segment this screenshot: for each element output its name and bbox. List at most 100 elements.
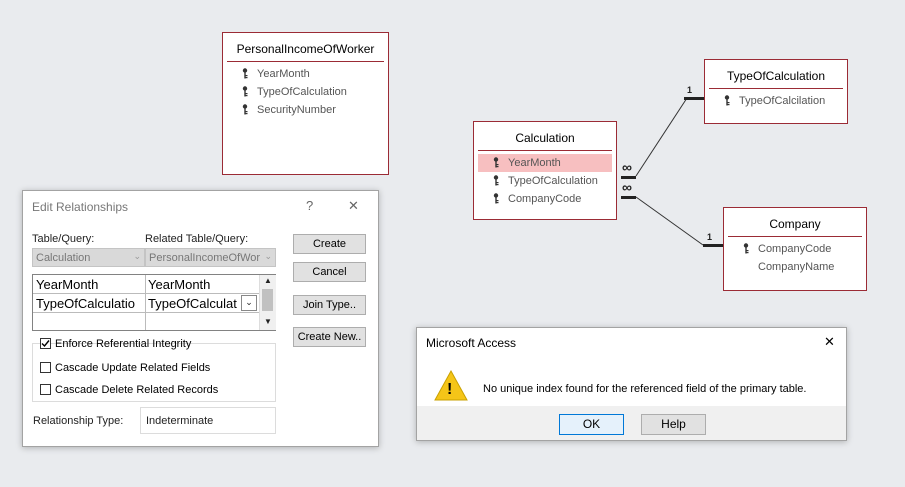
- key-icon: [493, 190, 501, 208]
- table-field-label: TypeOfCalculation: [257, 86, 347, 98]
- ok-button[interactable]: OK: [559, 414, 624, 435]
- table-field[interactable]: SecurityNumber: [223, 101, 388, 119]
- warning-symbol: !: [447, 381, 453, 398]
- table-field-label: CompanyName: [758, 261, 835, 273]
- relationship-type-label: Relationship Type:: [33, 415, 124, 427]
- table-field-label: CompanyCode: [758, 243, 832, 255]
- key-icon: [743, 240, 751, 258]
- relationship-end-company: [703, 244, 723, 247]
- table-query-value: Calculation: [36, 252, 91, 264]
- table-type-of-calculation[interactable]: TypeOfCalculation TypeOfCalcilation: [704, 59, 848, 124]
- related-table-value: PersonalIncomeOfWor: [149, 252, 261, 264]
- close-icon[interactable]: ✕: [824, 334, 835, 349]
- help-button[interactable]: Help: [641, 414, 706, 435]
- relationship-end-typeofcalc: [684, 97, 704, 100]
- table-field-label: CompanyCode: [508, 193, 582, 205]
- cascade-delete-label: Cascade Delete Related Records: [55, 384, 219, 396]
- relationship-start-2: [621, 196, 636, 199]
- many-label-2: ∞: [622, 179, 632, 195]
- key-icon: [724, 92, 732, 110]
- options-group: [32, 343, 276, 402]
- relationship-type-value: Indeterminate: [146, 415, 214, 427]
- chevron-down-icon: ⌄: [264, 251, 272, 261]
- table-field-label: YearMonth: [508, 157, 561, 169]
- grid-cell[interactable]: YearMonth: [36, 277, 99, 292]
- message-box-titlebar: [417, 328, 846, 358]
- enforce-integrity-label: Enforce Referential Integrity: [55, 338, 192, 350]
- scroll-up-icon[interactable]: ▲: [264, 276, 272, 285]
- table-field[interactable]: TypeOfCalculation: [223, 83, 388, 101]
- one-label-company: 1: [707, 232, 713, 242]
- grid-cell[interactable]: TypeOfCalculat: [148, 296, 237, 311]
- table-title: Company: [769, 217, 821, 231]
- table-divider: [728, 236, 862, 237]
- key-icon: [242, 65, 250, 83]
- table-title: TypeOfCalculation: [726, 69, 826, 83]
- dialog-title: Edit Relationships: [32, 200, 129, 214]
- table-calculation[interactable]: Calculation YearMonth TypeOfCalculation …: [473, 121, 617, 220]
- table-field-label: SecurityNumber: [257, 104, 336, 116]
- table-field-selected[interactable]: YearMonth: [478, 154, 612, 172]
- cascade-update-checkbox[interactable]: [40, 362, 51, 373]
- scroll-thumb[interactable]: [262, 289, 273, 311]
- relationship-type-box: Indeterminate: [140, 407, 276, 434]
- table-title: PersonalIncomeOfWorker: [236, 42, 375, 56]
- message-text: No unique index found for the referenced…: [483, 383, 807, 395]
- relationship-line-company: [635, 196, 704, 246]
- table-divider: [478, 150, 612, 151]
- field-grid[interactable]: YearMonth YearMonth TypeOfCalculatio Typ…: [32, 274, 276, 331]
- table-field[interactable]: TypeOfCalcilation: [705, 92, 847, 110]
- key-icon: [493, 172, 501, 190]
- warning-icon: [434, 370, 468, 401]
- table-divider: [227, 61, 384, 62]
- table-company[interactable]: Company CompanyCode CompanyName: [723, 207, 867, 291]
- checkmark-icon: [41, 340, 50, 348]
- chevron-down-icon: ⌄: [133, 251, 141, 261]
- key-icon: [242, 101, 250, 119]
- key-icon: [493, 154, 501, 172]
- table-title: Calculation: [515, 131, 575, 145]
- enforce-integrity-checkbox[interactable]: [40, 338, 51, 349]
- related-table-select: PersonalIncomeOfWor ⌄: [145, 248, 276, 267]
- create-new-button[interactable]: Create New..: [293, 327, 366, 347]
- cascade-update-label: Cascade Update Related Fields: [55, 362, 211, 374]
- grid-row-divider: [33, 312, 259, 313]
- chevron-down-icon: ⌄: [245, 297, 253, 307]
- grid-cell[interactable]: TypeOfCalculatio: [36, 296, 135, 311]
- table-field-label: YearMonth: [257, 68, 310, 80]
- grid-col-divider: [145, 275, 146, 330]
- help-icon[interactable]: ?: [306, 198, 314, 213]
- table-personal-income-of-worker[interactable]: PersonalIncomeOfWorker YearMonth TypeOfC…: [222, 32, 389, 175]
- join-type-button[interactable]: Join Type..: [293, 295, 366, 315]
- one-label-typeofcalc: 1: [687, 85, 693, 95]
- close-icon[interactable]: ✕: [348, 198, 359, 213]
- table-divider: [709, 88, 843, 89]
- relationship-start-1: [621, 176, 636, 179]
- message-body: [417, 358, 846, 406]
- grid-row-divider: [33, 293, 259, 294]
- table-field[interactable]: TypeOfCalculation: [474, 172, 616, 190]
- related-table-label: Related Table/Query:: [145, 233, 249, 245]
- edit-relationships-dialog[interactable]: Edit Relationships ? ✕ Table/Query: Rela…: [22, 190, 379, 447]
- table-field[interactable]: YearMonth: [223, 65, 388, 83]
- table-query-label: Table/Query:: [32, 233, 95, 245]
- grid-cell[interactable]: YearMonth: [148, 277, 211, 292]
- grid-cell-dropdown-button[interactable]: ⌄: [241, 295, 257, 311]
- table-field[interactable]: CompanyCode: [724, 240, 866, 258]
- create-button[interactable]: Create: [293, 234, 366, 254]
- table-field-label: TypeOfCalculation: [508, 175, 598, 187]
- relationship-line-typeofcalc: [635, 97, 688, 177]
- key-icon: [242, 83, 250, 101]
- message-box-title: Microsoft Access: [426, 336, 517, 350]
- table-field[interactable]: CompanyCode: [474, 190, 616, 208]
- cascade-delete-checkbox[interactable]: [40, 384, 51, 395]
- message-box[interactable]: Microsoft Access ✕ ! No unique index fou…: [416, 327, 847, 441]
- grid-scrollbar[interactable]: ▲ ▼: [259, 275, 276, 330]
- scroll-down-icon[interactable]: ▼: [264, 317, 272, 326]
- many-label-1: ∞: [622, 159, 632, 175]
- table-field[interactable]: CompanyName: [724, 258, 866, 276]
- table-query-select: Calculation ⌄: [32, 248, 145, 267]
- cancel-button[interactable]: Cancel: [293, 262, 366, 282]
- table-field-label: TypeOfCalcilation: [739, 95, 826, 107]
